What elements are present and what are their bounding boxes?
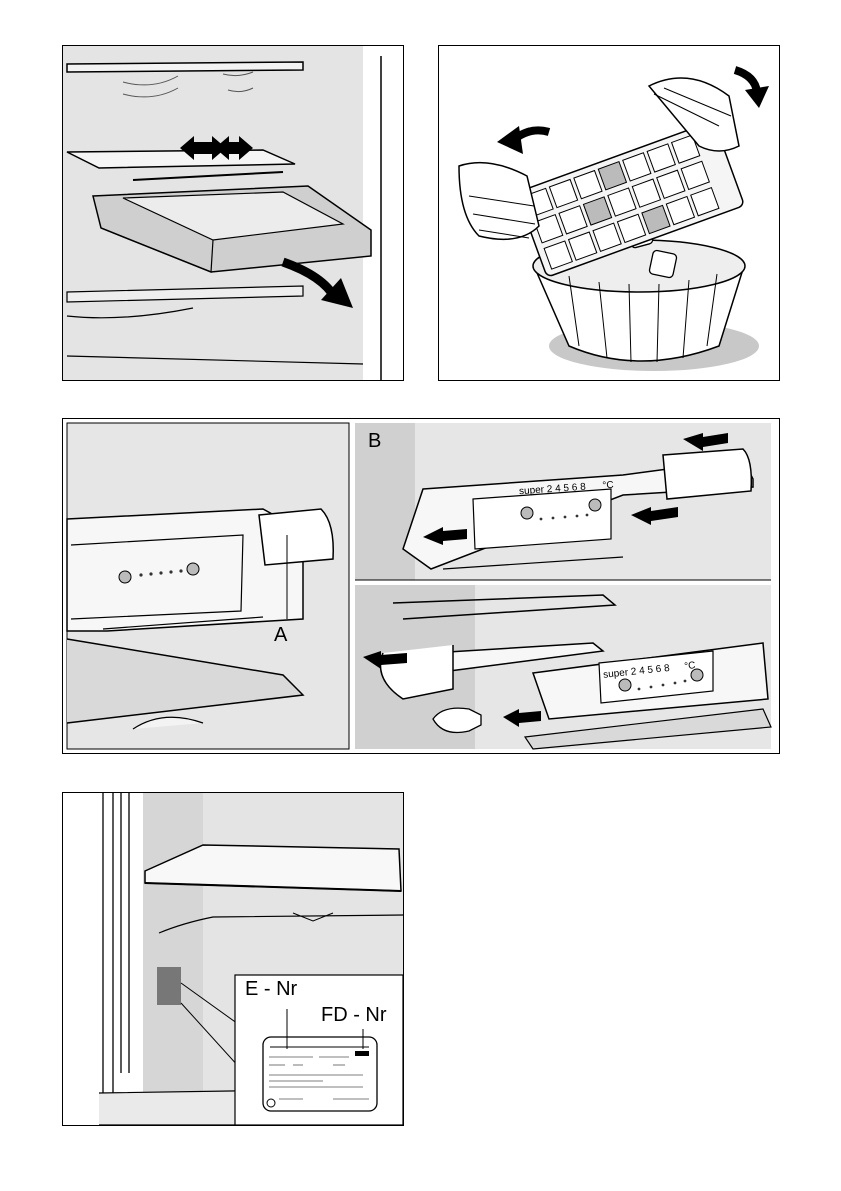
thermostat-value-5: 8 xyxy=(580,482,586,493)
thermostat-value-2-4: 6 xyxy=(655,664,662,676)
label-a: A xyxy=(274,625,287,645)
light-cover-illustration xyxy=(63,419,779,753)
thermostat-value-2-2: 4 xyxy=(639,666,646,678)
figure-rating-plate: E - Nr FD - Nr xyxy=(62,792,404,1126)
thermostat-value-4: 6 xyxy=(571,482,577,493)
rating-plate-illustration xyxy=(63,793,403,1125)
thermostat-value-2-3: 5 xyxy=(647,665,654,677)
thermostat-value-2: 4 xyxy=(555,483,561,494)
thermostat-value-2-5: 8 xyxy=(664,663,671,675)
thermostat-value-3: 5 xyxy=(563,483,569,494)
figure-drawer-removal xyxy=(62,45,404,381)
thermostat-value-2-1: 2 xyxy=(630,666,637,678)
ice-tray-illustration xyxy=(439,46,779,380)
thermostat-unit-2: °C xyxy=(684,660,696,672)
thermostat-value-1: 2 xyxy=(546,484,552,495)
thermostat-super: super xyxy=(519,485,545,498)
label-fd-nr: FD - Nr xyxy=(321,1005,387,1025)
thermostat-unit: °C xyxy=(602,480,614,492)
figure-light-cover: A B super 2 4 5 6 8 °C super 2 4 5 6 8 °… xyxy=(62,418,780,754)
label-e-nr: E - Nr xyxy=(245,979,297,999)
drawer-illustration xyxy=(63,46,403,380)
label-b: B xyxy=(368,431,381,451)
figure-ice-tray xyxy=(438,45,780,381)
